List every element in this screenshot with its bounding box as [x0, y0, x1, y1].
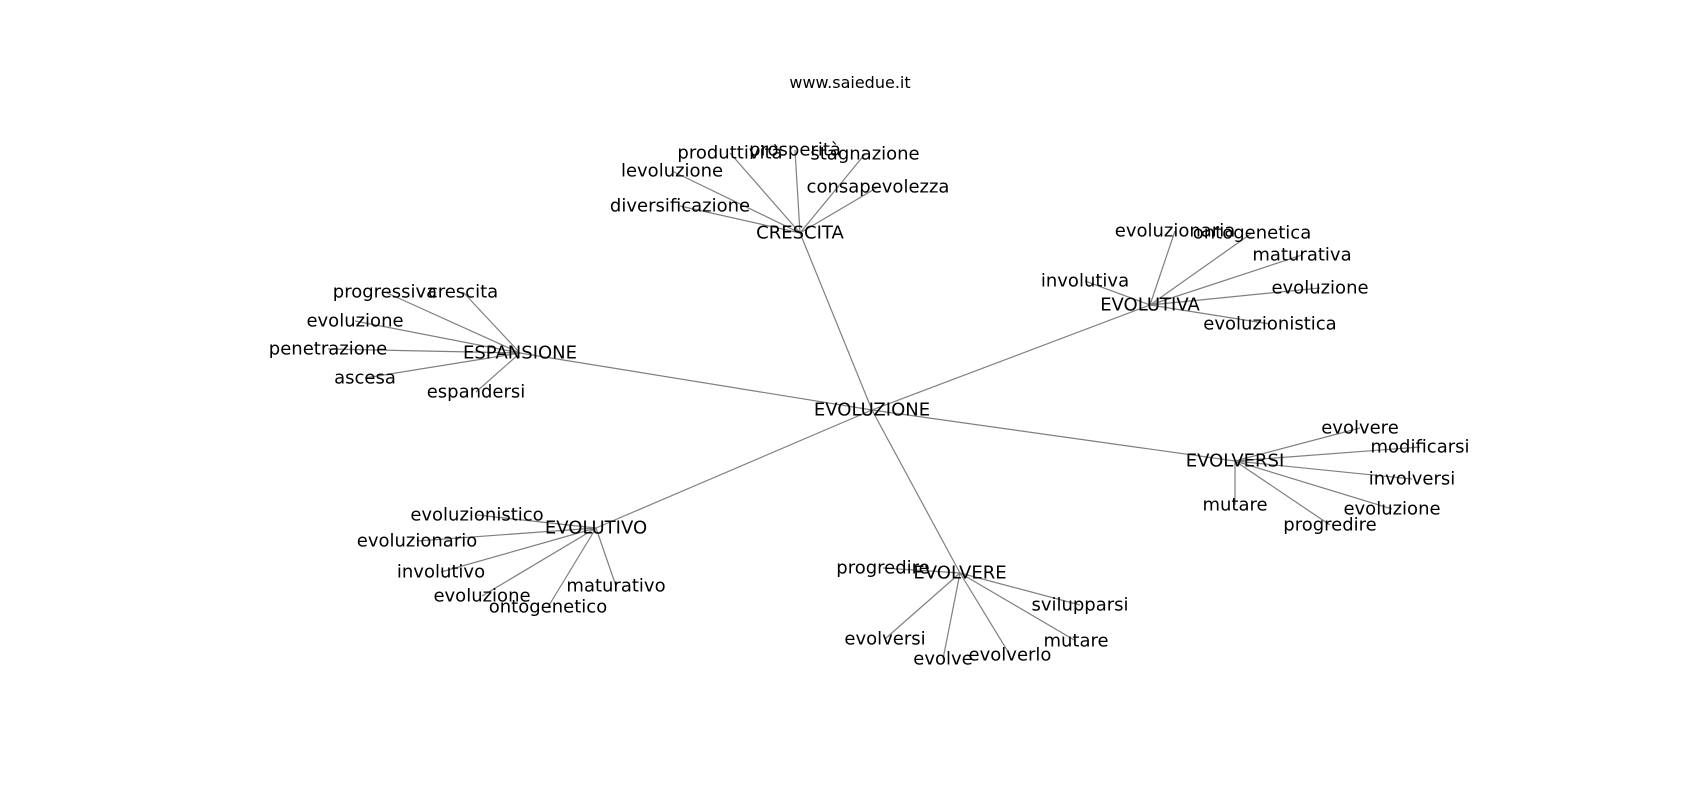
leaf-node-crescita: diversificazione	[610, 196, 750, 217]
edge-espansione-leaf-4	[364, 352, 521, 379]
leaf-node-evolutivo: evoluzionario	[357, 531, 477, 552]
leaf-node-evolutiva: evoluzione	[1271, 278, 1368, 299]
edge-evolvere-leaf-5	[959, 572, 1011, 656]
hub-node-evolutivo: EVOLUTIVO	[545, 518, 647, 539]
leaf-node-evolutivo: maturativo	[566, 576, 665, 597]
hub-node-espansione: ESPANSIONE	[463, 343, 577, 364]
leaf-node-evolversi: progredire	[1283, 515, 1376, 536]
edge-crescita-leaf-4	[799, 186, 879, 234]
hub-node-crescita: CRESCITA	[756, 223, 844, 244]
leaf-node-evolvere: progredire	[836, 558, 929, 579]
leaf-node-evolutiva: maturativa	[1252, 245, 1351, 266]
leaf-node-evolversi: mutare	[1202, 495, 1267, 516]
edge-evolutivo-leaf-2	[440, 527, 597, 573]
edge-evolutiva-leaf-0	[1149, 230, 1176, 306]
leaf-node-evolversi: evolvere	[1321, 418, 1399, 439]
hub-node-evolvere: EVOLVERE	[913, 563, 1006, 584]
leaf-node-evolversi: modificarsi	[1370, 437, 1469, 458]
edge-evolvere-leaf-0	[882, 567, 961, 574]
leaf-node-crescita: produttività	[677, 143, 782, 164]
edge-evolutiva-leaf-4	[1149, 287, 1321, 306]
edge-evolversi-leaf-2	[1234, 460, 1413, 480]
leaf-node-evolutiva: evoluzionaria	[1115, 221, 1235, 242]
leaf-node-espansione: espandersi	[427, 382, 526, 403]
edge-evolvere-leaf-2	[884, 572, 961, 640]
leaf-node-evolvere: svilupparsi	[1031, 595, 1128, 616]
edge-evolutiva-leaf-5	[1149, 304, 1271, 325]
root-node: EVOLUZIONE	[814, 400, 930, 421]
edge-crescita-leaf-0	[794, 149, 801, 234]
site-title: www.saiedue.it	[789, 73, 910, 92]
edge-evolversi-leaf-5	[1234, 460, 1331, 526]
leaf-node-crescita: stagnazione	[810, 144, 919, 165]
edge-evolutivo-leaf-0	[476, 514, 597, 529]
leaf-node-evolutivo: involutivo	[397, 562, 485, 583]
edge-root-evolutiva	[871, 304, 1151, 411]
edge-root-evolvere	[871, 409, 961, 574]
edge-evolutiva-leaf-3	[1084, 280, 1151, 306]
leaf-node-evolutiva: involutiva	[1041, 271, 1129, 292]
edge-evolutiva-leaf-1	[1149, 232, 1253, 306]
edge-evolutivo-leaf-4	[595, 527, 617, 587]
leaf-node-evolutivo: evoluzionistico	[410, 505, 543, 526]
leaf-node-evolutiva: ontogenetica	[1193, 223, 1311, 244]
leaf-node-evolutiva: evoluzionistica	[1203, 314, 1336, 335]
leaf-node-evolvere: evolversi	[844, 629, 925, 650]
leaf-node-evolvere: evolverlo	[969, 645, 1052, 666]
edge-evolutivo-leaf-1	[416, 527, 597, 542]
edge-root-evolutivo	[595, 409, 873, 529]
edge-root-crescita	[799, 232, 873, 411]
edges-layer	[327, 149, 1421, 660]
edge-evolvere-leaf-4	[942, 572, 961, 660]
edge-crescita-leaf-1	[729, 152, 801, 234]
leaf-node-evolversi: evoluzione	[1343, 499, 1440, 520]
leaf-node-evolutivo: evoluzione	[433, 586, 530, 607]
edge-root-espansione	[519, 352, 873, 411]
leaf-node-crescita: levoluzione	[621, 161, 723, 182]
edge-espansione-leaf-2	[354, 320, 521, 354]
leaf-node-crescita: prosperità	[749, 140, 841, 161]
edge-evolversi-leaf-1	[1234, 446, 1421, 462]
leaf-node-espansione: penetrazione	[269, 339, 387, 360]
edge-crescita-leaf-2	[799, 153, 866, 234]
edge-espansione-leaf-3	[327, 348, 521, 354]
edge-evolvere-leaf-1	[959, 572, 1081, 606]
edge-evolutiva-leaf-2	[1149, 254, 1303, 306]
hub-node-evolutiva: EVOLUTIVA	[1100, 295, 1200, 316]
leaf-node-espansione: progressiva	[333, 282, 437, 303]
leaf-node-crescita: consapevolezza	[807, 177, 950, 198]
edge-espansione-leaf-0	[384, 291, 521, 354]
edge-espansione-leaf-5	[475, 352, 521, 393]
leaf-node-espansione: crescita	[428, 282, 498, 303]
leaf-node-espansione: evoluzione	[306, 311, 403, 332]
edge-crescita-leaf-3	[671, 170, 801, 234]
labels-layer: EVOLUZIONE CRESCITA prosperitàproduttività…	[269, 140, 1470, 670]
leaf-node-evolvere: mutare	[1043, 631, 1108, 652]
hub-node-evolversi: EVOLVERSI	[1186, 451, 1285, 472]
edge-evolversi-leaf-3	[1234, 460, 1393, 510]
leaf-node-espansione: ascesa	[334, 368, 396, 389]
edge-evolutivo-leaf-3	[481, 527, 597, 597]
edge-root-evolversi	[871, 409, 1236, 462]
leaf-node-evolutivo: ontogenetico	[489, 597, 607, 618]
leaf-node-evolversi: involversi	[1369, 469, 1456, 490]
leaf-node-evolvere: evolve	[913, 649, 972, 670]
edge-crescita-leaf-5	[679, 205, 801, 234]
edge-evolutivo-leaf-5	[547, 527, 597, 608]
edge-espansione-leaf-1	[462, 291, 521, 354]
edge-evolvere-leaf-3	[959, 572, 1077, 642]
edge-evolversi-leaf-0	[1234, 427, 1361, 462]
